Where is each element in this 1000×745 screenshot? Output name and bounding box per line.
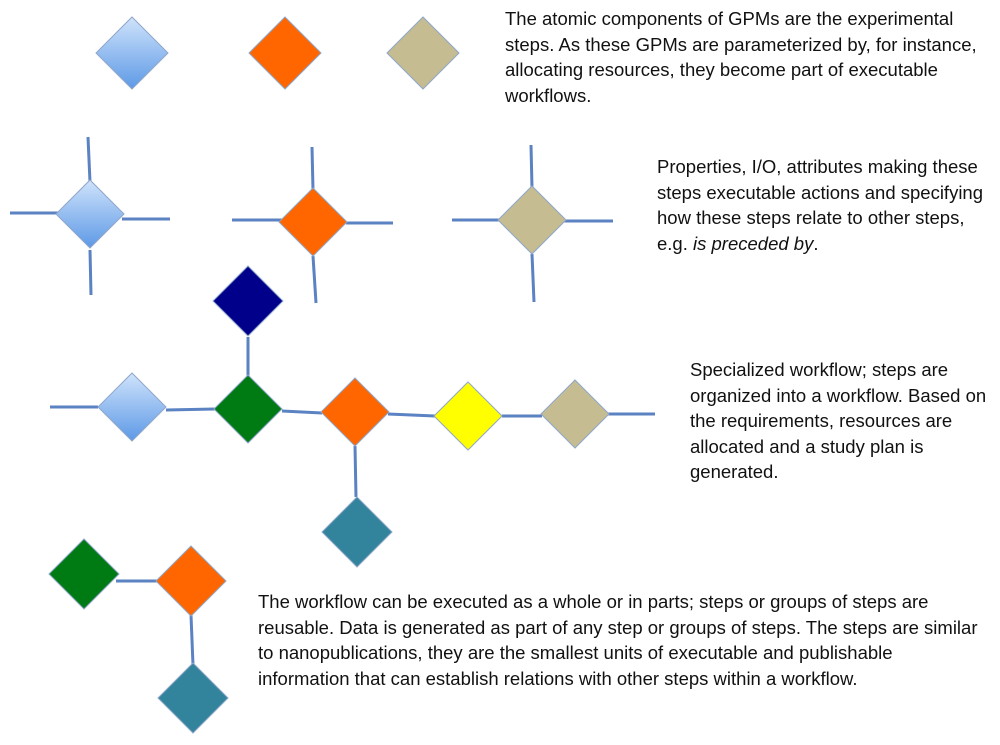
steps-with-properties-row [10,136,613,304]
connector-line [529,144,534,189]
step-diamond-light-blue [55,179,125,249]
property-step-light-blue [10,136,170,296]
step-diamond-dark-blue [212,265,284,337]
step-diamond-teal [321,496,393,568]
connector-line [311,255,318,304]
atomic-steps-row [95,16,460,90]
step-diamond-light-blue [97,372,167,442]
step-diamond-orange [278,187,348,257]
atomic-components-caption: The atomic components of GPMs are the ex… [505,8,977,106]
connector-line [353,445,358,498]
property-step-khaki [452,144,613,303]
properties-caption-example: is preceded by [693,232,814,254]
connector-line [281,409,323,415]
step-diamond-khaki [497,185,567,255]
properties-caption-end: . [813,232,819,254]
workflow-execution-caption: The workflow can be executed as a whole … [258,591,978,689]
property-step-orange [232,146,393,304]
step-diamond-teal [157,662,229,734]
step-diamond-orange [248,16,322,90]
connector-line [189,614,195,666]
step-diamond-yellow [433,381,503,451]
step-diamond-orange [155,545,227,617]
connector-line [530,253,536,303]
step-diamond-orange [320,377,390,447]
connector-line [165,407,216,412]
step-diamond-green [213,374,283,444]
step-diamond-khaki [540,379,610,449]
connector-line [387,412,436,418]
step-diamond-khaki [386,16,460,90]
specialized-workflow [50,265,655,568]
connector-line [88,249,93,296]
step-diamond-light-blue [95,16,169,90]
step-diamond-green [48,538,120,610]
connector-line [86,136,92,183]
properties-caption-text: Properties, I/O, attributes making these… [657,156,984,254]
connector-line [310,146,315,191]
reusable-step-group [48,538,229,734]
properties-caption: Properties, I/O, attributes making these… [657,154,987,256]
specialized-workflow-caption: Specialized workflow; steps are organize… [690,359,987,482]
